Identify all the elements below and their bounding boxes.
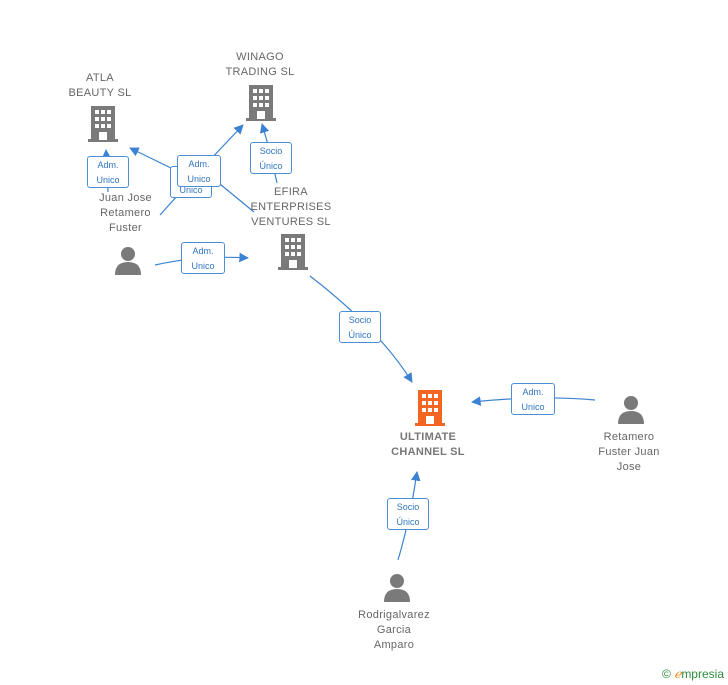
brand-name: mpresia [681,667,724,681]
edge-efira-atla [214,179,255,213]
person-label-retamero[interactable]: Retamero Fuster Juan Jose [598,431,660,473]
person-icon[interactable] [382,572,412,602]
person-icon[interactable] [113,245,143,275]
edge-label-adm-ultimate[interactable]: Adm. Unico [511,383,555,415]
company-building-icon[interactable] [278,234,308,270]
edge-label-socio-rodri[interactable]: Socio Único [387,498,429,530]
edge-label-adm-winago[interactable]: Adm. Unico [177,155,221,187]
brand-logo-e: ℯ [674,667,682,681]
edge-label-socio-winago[interactable]: Socio Único [250,142,292,174]
person-label-juan[interactable]: Juan Jose Retamero Fuster [99,192,152,234]
company-building-icon[interactable] [246,85,276,121]
company-label-atla[interactable]: ATLA BEAUTY SL [68,72,132,99]
company-building-icon[interactable] [88,106,118,142]
edge-label-socio-efira[interactable]: Socio Único [339,311,381,343]
company-label-ultimate[interactable]: ULTIMATE CHANNEL SL [391,431,465,458]
brand-watermark: © ℯmpresia [662,667,724,681]
company-label-winago[interactable]: WINAGO TRADING SL [225,51,295,78]
edge-label-adm-efira[interactable]: Adm. Unico [181,242,225,274]
main-company-building-icon[interactable] [415,390,445,426]
person-icon[interactable] [616,394,646,424]
copyright-symbol: © [662,667,671,681]
company-label-efira[interactable]: EFIRA ENTERPRISES VENTURES SL [250,186,332,228]
person-label-rodri[interactable]: Rodrigalvarez Garcia Amparo [358,609,430,651]
edge-hidden-atla [129,147,176,171]
edge-label-adm-atla[interactable]: Adm. Unico [87,156,129,188]
